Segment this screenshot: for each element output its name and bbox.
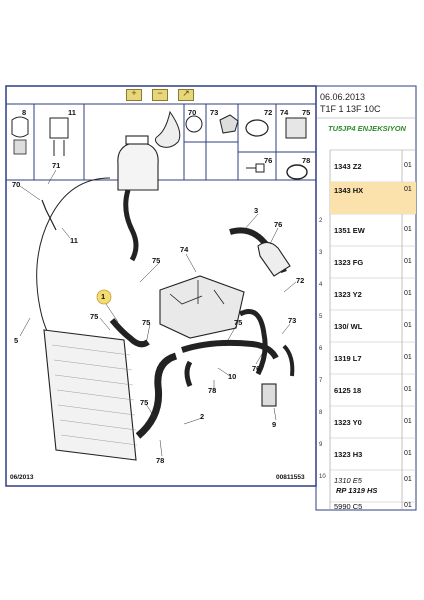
parts-row-qty: 01	[404, 502, 412, 509]
parts-row-number[interactable]: 1343 Z2	[334, 162, 362, 171]
thumb-label[interactable]: 75	[302, 108, 311, 117]
callout-label[interactable]: 73	[288, 316, 297, 325]
zoom-out-icon: −	[157, 88, 163, 98]
callout-label[interactable]: 70	[12, 180, 21, 189]
fit-view-button[interactable]: ↗	[178, 88, 194, 101]
callout-label[interactable]: 11	[70, 236, 78, 245]
callout-label[interactable]: 75	[140, 398, 149, 407]
parts-row-number[interactable]: 1343 HX	[334, 186, 364, 195]
callout-label[interactable]: 74	[180, 245, 189, 254]
parts-row-number[interactable]: 1351 EW	[334, 226, 365, 235]
callout-label[interactable]: 9	[272, 420, 277, 429]
thumbnail-strip	[5, 103, 317, 181]
parts-grid	[330, 181, 416, 503]
parts-row-index: 10	[319, 474, 326, 480]
engine-note: TU5JP4 ENJEKSIYON	[328, 124, 406, 133]
parts-row-index: 3	[319, 250, 323, 256]
footer-date: 06/2013	[10, 474, 34, 481]
parts-row-index: 6	[319, 346, 323, 352]
thumb-label[interactable]: 72	[264, 108, 273, 117]
zoom-in-button[interactable]: +	[126, 88, 142, 101]
thumb-label[interactable]: 11	[68, 108, 76, 117]
parts-row-qty: 01	[404, 162, 412, 169]
callout-label[interactable]: 75	[234, 318, 243, 327]
parts-row-highlight	[330, 182, 416, 214]
thumb-label[interactable]: 78	[302, 156, 311, 165]
parts-row-qty: 01	[404, 450, 412, 457]
parts-row-number[interactable]: 1319 L7	[334, 354, 362, 363]
callout-label[interactable]: 75	[152, 256, 161, 265]
parts-row-qty: 01	[404, 322, 412, 329]
callout-label[interactable]: 1	[101, 292, 106, 301]
fit-view-icon: ↗	[182, 88, 190, 98]
parts-row-qty: 01	[404, 226, 412, 233]
parts-row-number[interactable]: 5990 C5	[334, 502, 363, 511]
callout-label[interactable]: 78	[156, 456, 165, 465]
parts-row-number[interactable]: 1323 FG	[334, 258, 364, 267]
parts-row-index: 5	[319, 314, 323, 320]
parts-row-qty: 01	[404, 418, 412, 425]
parts-row-number[interactable]: 1323 Y2	[334, 290, 362, 299]
callout-label[interactable]: 3	[254, 206, 259, 215]
parts-row-qty: 01	[404, 290, 412, 297]
parts-row-number[interactable]: 1310 E5	[334, 476, 362, 485]
leader-lines	[19, 169, 297, 457]
parts-row-qty: 01	[404, 258, 412, 265]
diagram-code: T1F 1 13F 10C	[320, 104, 381, 114]
callout-label[interactable]: 78	[208, 386, 217, 395]
thumb-label[interactable]: 74	[280, 108, 289, 117]
thumb-label[interactable]: 8	[22, 108, 27, 117]
highlight-bubble	[96, 289, 112, 305]
parts-row-number[interactable]: 1323 H3	[334, 450, 363, 459]
callout-label[interactable]: 72	[296, 276, 305, 285]
parts-row-number[interactable]: 1323 Y0	[334, 418, 362, 427]
cooling-system-drawing	[36, 135, 295, 461]
callout-label[interactable]: 75	[142, 318, 151, 327]
callout-label[interactable]: 2	[200, 412, 205, 421]
footer-doc-id: 00811553	[276, 474, 305, 481]
zoom-in-icon: +	[131, 88, 137, 98]
parts-row-index: 7	[319, 378, 323, 384]
thumb-label[interactable]: 76	[264, 156, 273, 165]
zoom-out-button[interactable]: −	[152, 88, 168, 101]
callout-label[interactable]: 76	[252, 364, 261, 373]
overlay-note: RP 1319 HS	[336, 486, 378, 495]
parts-row-index: 9	[319, 442, 323, 448]
parts-row-index: 2	[319, 218, 323, 224]
callout-label[interactable]: 71	[52, 161, 61, 170]
parts-row-qty: 01	[404, 386, 412, 393]
thumb-label[interactable]: 73	[210, 108, 219, 117]
parts-row-number[interactable]: 130/ WL	[334, 322, 363, 331]
callout-label[interactable]: 5	[14, 336, 19, 345]
parts-row-index: 8	[319, 410, 323, 416]
callout-label[interactable]: 10	[228, 372, 237, 381]
parts-row-qty: 01	[404, 354, 412, 361]
parts-row-index: 4	[319, 282, 323, 288]
callout-label[interactable]: 75	[90, 312, 99, 321]
thumb-label[interactable]: 70	[188, 108, 197, 117]
parts-row-qty: 01	[404, 186, 412, 193]
diagram-date: 06.06.2013	[320, 92, 366, 102]
parts-row-qty: 01	[404, 476, 412, 483]
parts-row-number[interactable]: 6125 18	[334, 386, 362, 395]
callout-label[interactable]: 76	[274, 220, 283, 229]
